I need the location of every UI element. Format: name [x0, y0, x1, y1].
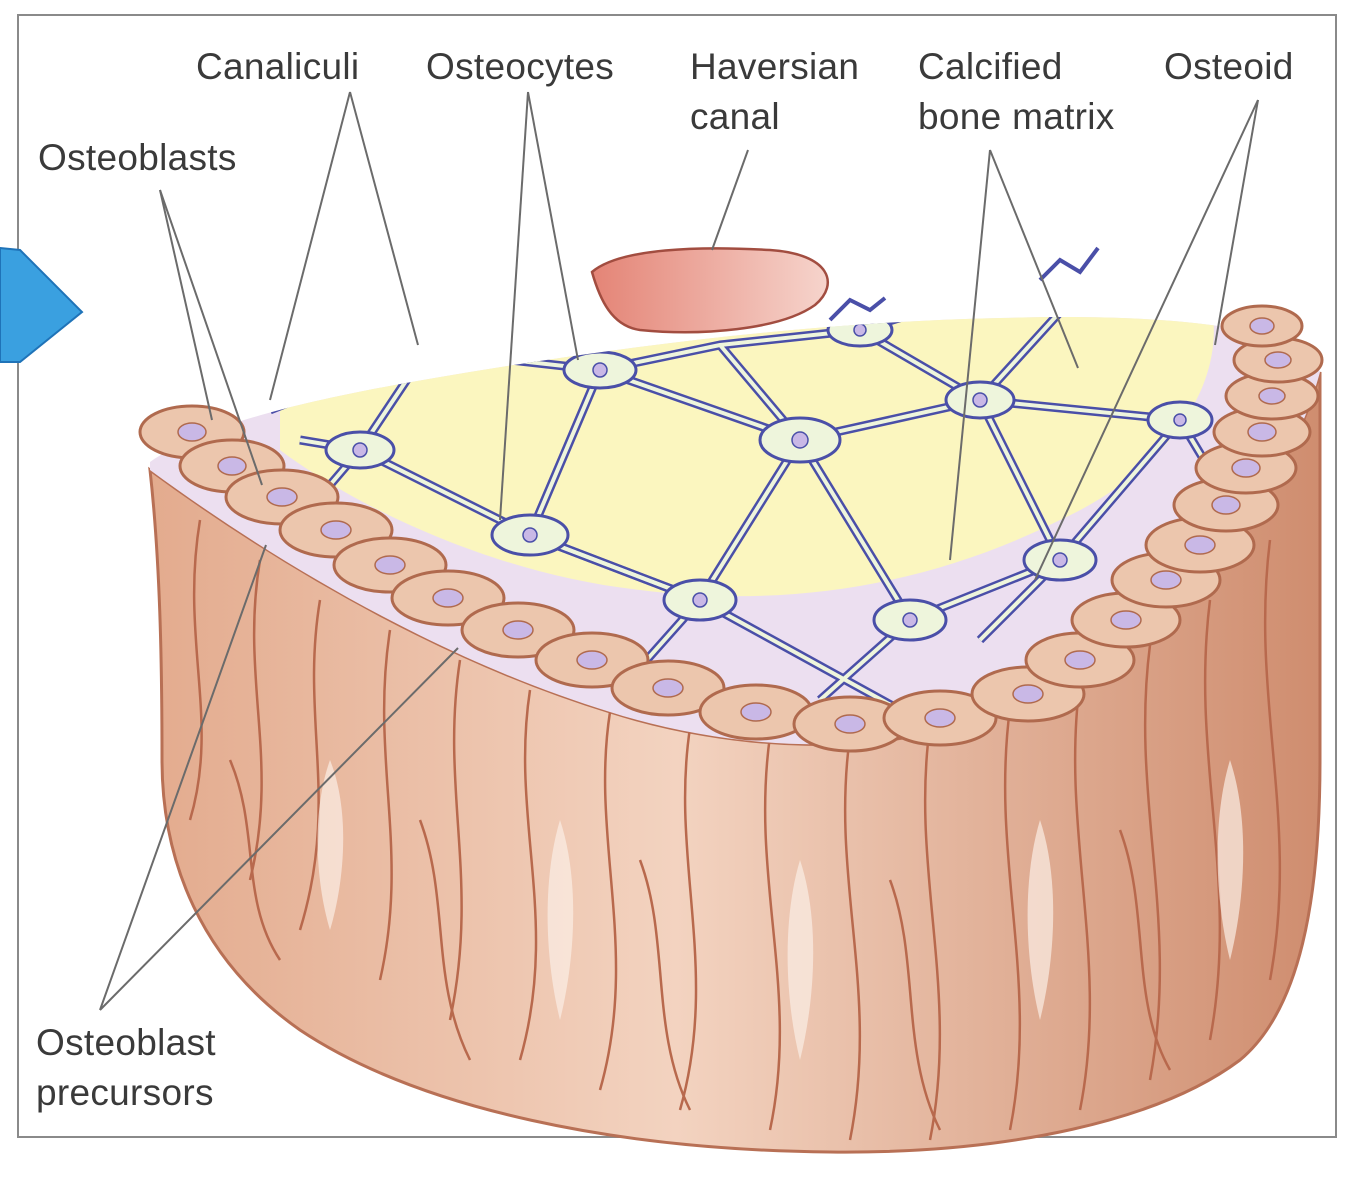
- label-canaliculi: Canaliculi: [196, 46, 360, 87]
- label-haversian-canal: Haversian canal: [690, 42, 859, 142]
- haversian-canal: [590, 247, 830, 334]
- label-osteoblasts: Osteoblasts: [38, 137, 237, 178]
- label-osteoblast-precursors: Osteoblast precursors: [36, 1018, 216, 1118]
- surface-osteocytes-top: [828, 246, 1100, 322]
- precursor-highlights: [317, 760, 1244, 1060]
- leader-lines: [99, 91, 1259, 1011]
- label-calcified-line1: Calcified: [918, 46, 1063, 87]
- label-calcified-bone-matrix: Calcified bone matrix: [918, 42, 1115, 142]
- label-haversian-line2: canal: [690, 96, 780, 137]
- osteoblast-precursor-cells: [188, 519, 1282, 1141]
- blue-arrow-icon: [0, 246, 84, 363]
- osteoblast-row: [138, 304, 1324, 753]
- osteocytes: [324, 317, 1214, 642]
- label-precursors-line1: Osteoblast: [36, 1022, 216, 1063]
- label-osteoid: Osteoid: [1164, 46, 1294, 87]
- label-haversian-line1: Haversian: [690, 46, 860, 87]
- label-osteocytes: Osteocytes: [426, 46, 615, 87]
- label-precursors-line2: precursors: [36, 1072, 214, 1113]
- label-calcified-line2: bone matrix: [918, 96, 1115, 137]
